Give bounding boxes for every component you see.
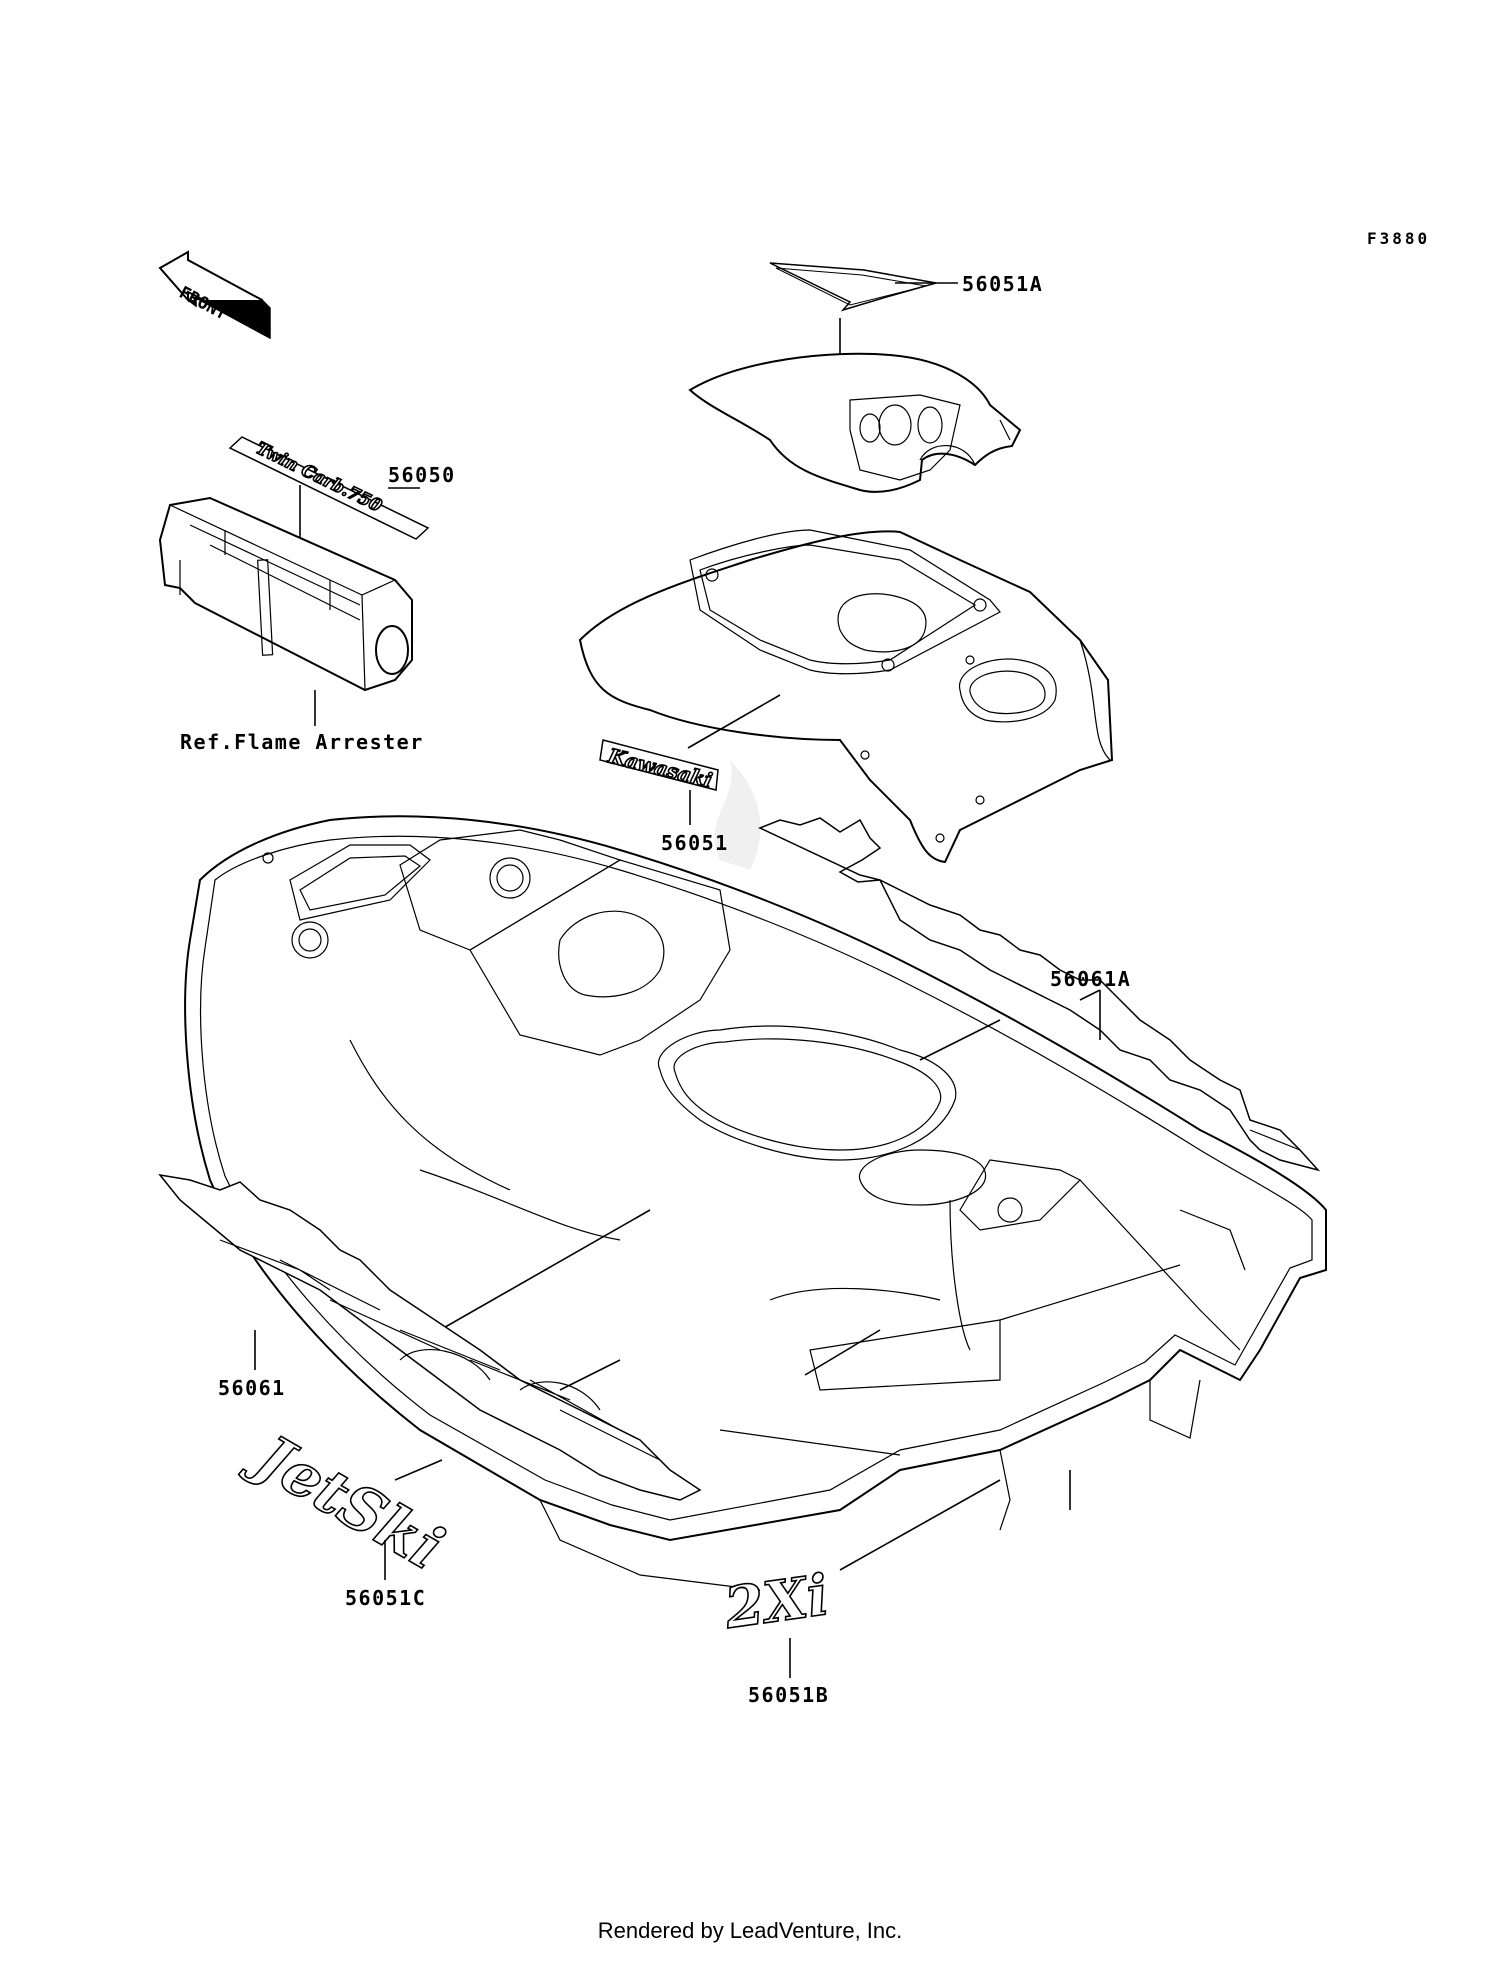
svg-text:Twin Carb.750: Twin Carb.750 — [253, 439, 385, 517]
handlebar-cover — [688, 352, 1022, 493]
label-56061: 56061 — [218, 1376, 286, 1400]
decal-56051C: JetSki — [235, 1417, 455, 1585]
flame-arrester — [158, 496, 413, 692]
svg-text:JetSki: JetSki — [236, 1417, 455, 1584]
decal-56051B: 2Xi — [719, 1561, 833, 1643]
label-56051: 56051 — [661, 831, 729, 855]
label-56051C: 56051C — [345, 1586, 426, 1610]
decal-56061 — [158, 1173, 702, 1501]
svg-text:Kawasaki: Kawasaki — [605, 743, 715, 792]
label-56051A: 56051A — [962, 272, 1043, 296]
decal-56051A — [769, 262, 937, 312]
label-ref-flame-arrester: Ref.Flame Arrester — [180, 730, 424, 754]
svg-text:2Xi: 2Xi — [720, 1562, 833, 1642]
front-arrow-icon: FRONT — [158, 250, 271, 340]
label-56050: 56050 — [388, 463, 456, 487]
figure-code: F3880 — [1367, 229, 1430, 248]
label-56051B: 56051B — [748, 1683, 829, 1707]
footer-rendered-by: Rendered by LeadVenture, Inc. — [597, 1918, 903, 1943]
decal-56051: Kawasaki — [599, 739, 719, 793]
engine-cover — [578, 529, 1114, 864]
label-56061A: 56061A — [1050, 967, 1131, 991]
decal-56061A — [758, 817, 1321, 1172]
